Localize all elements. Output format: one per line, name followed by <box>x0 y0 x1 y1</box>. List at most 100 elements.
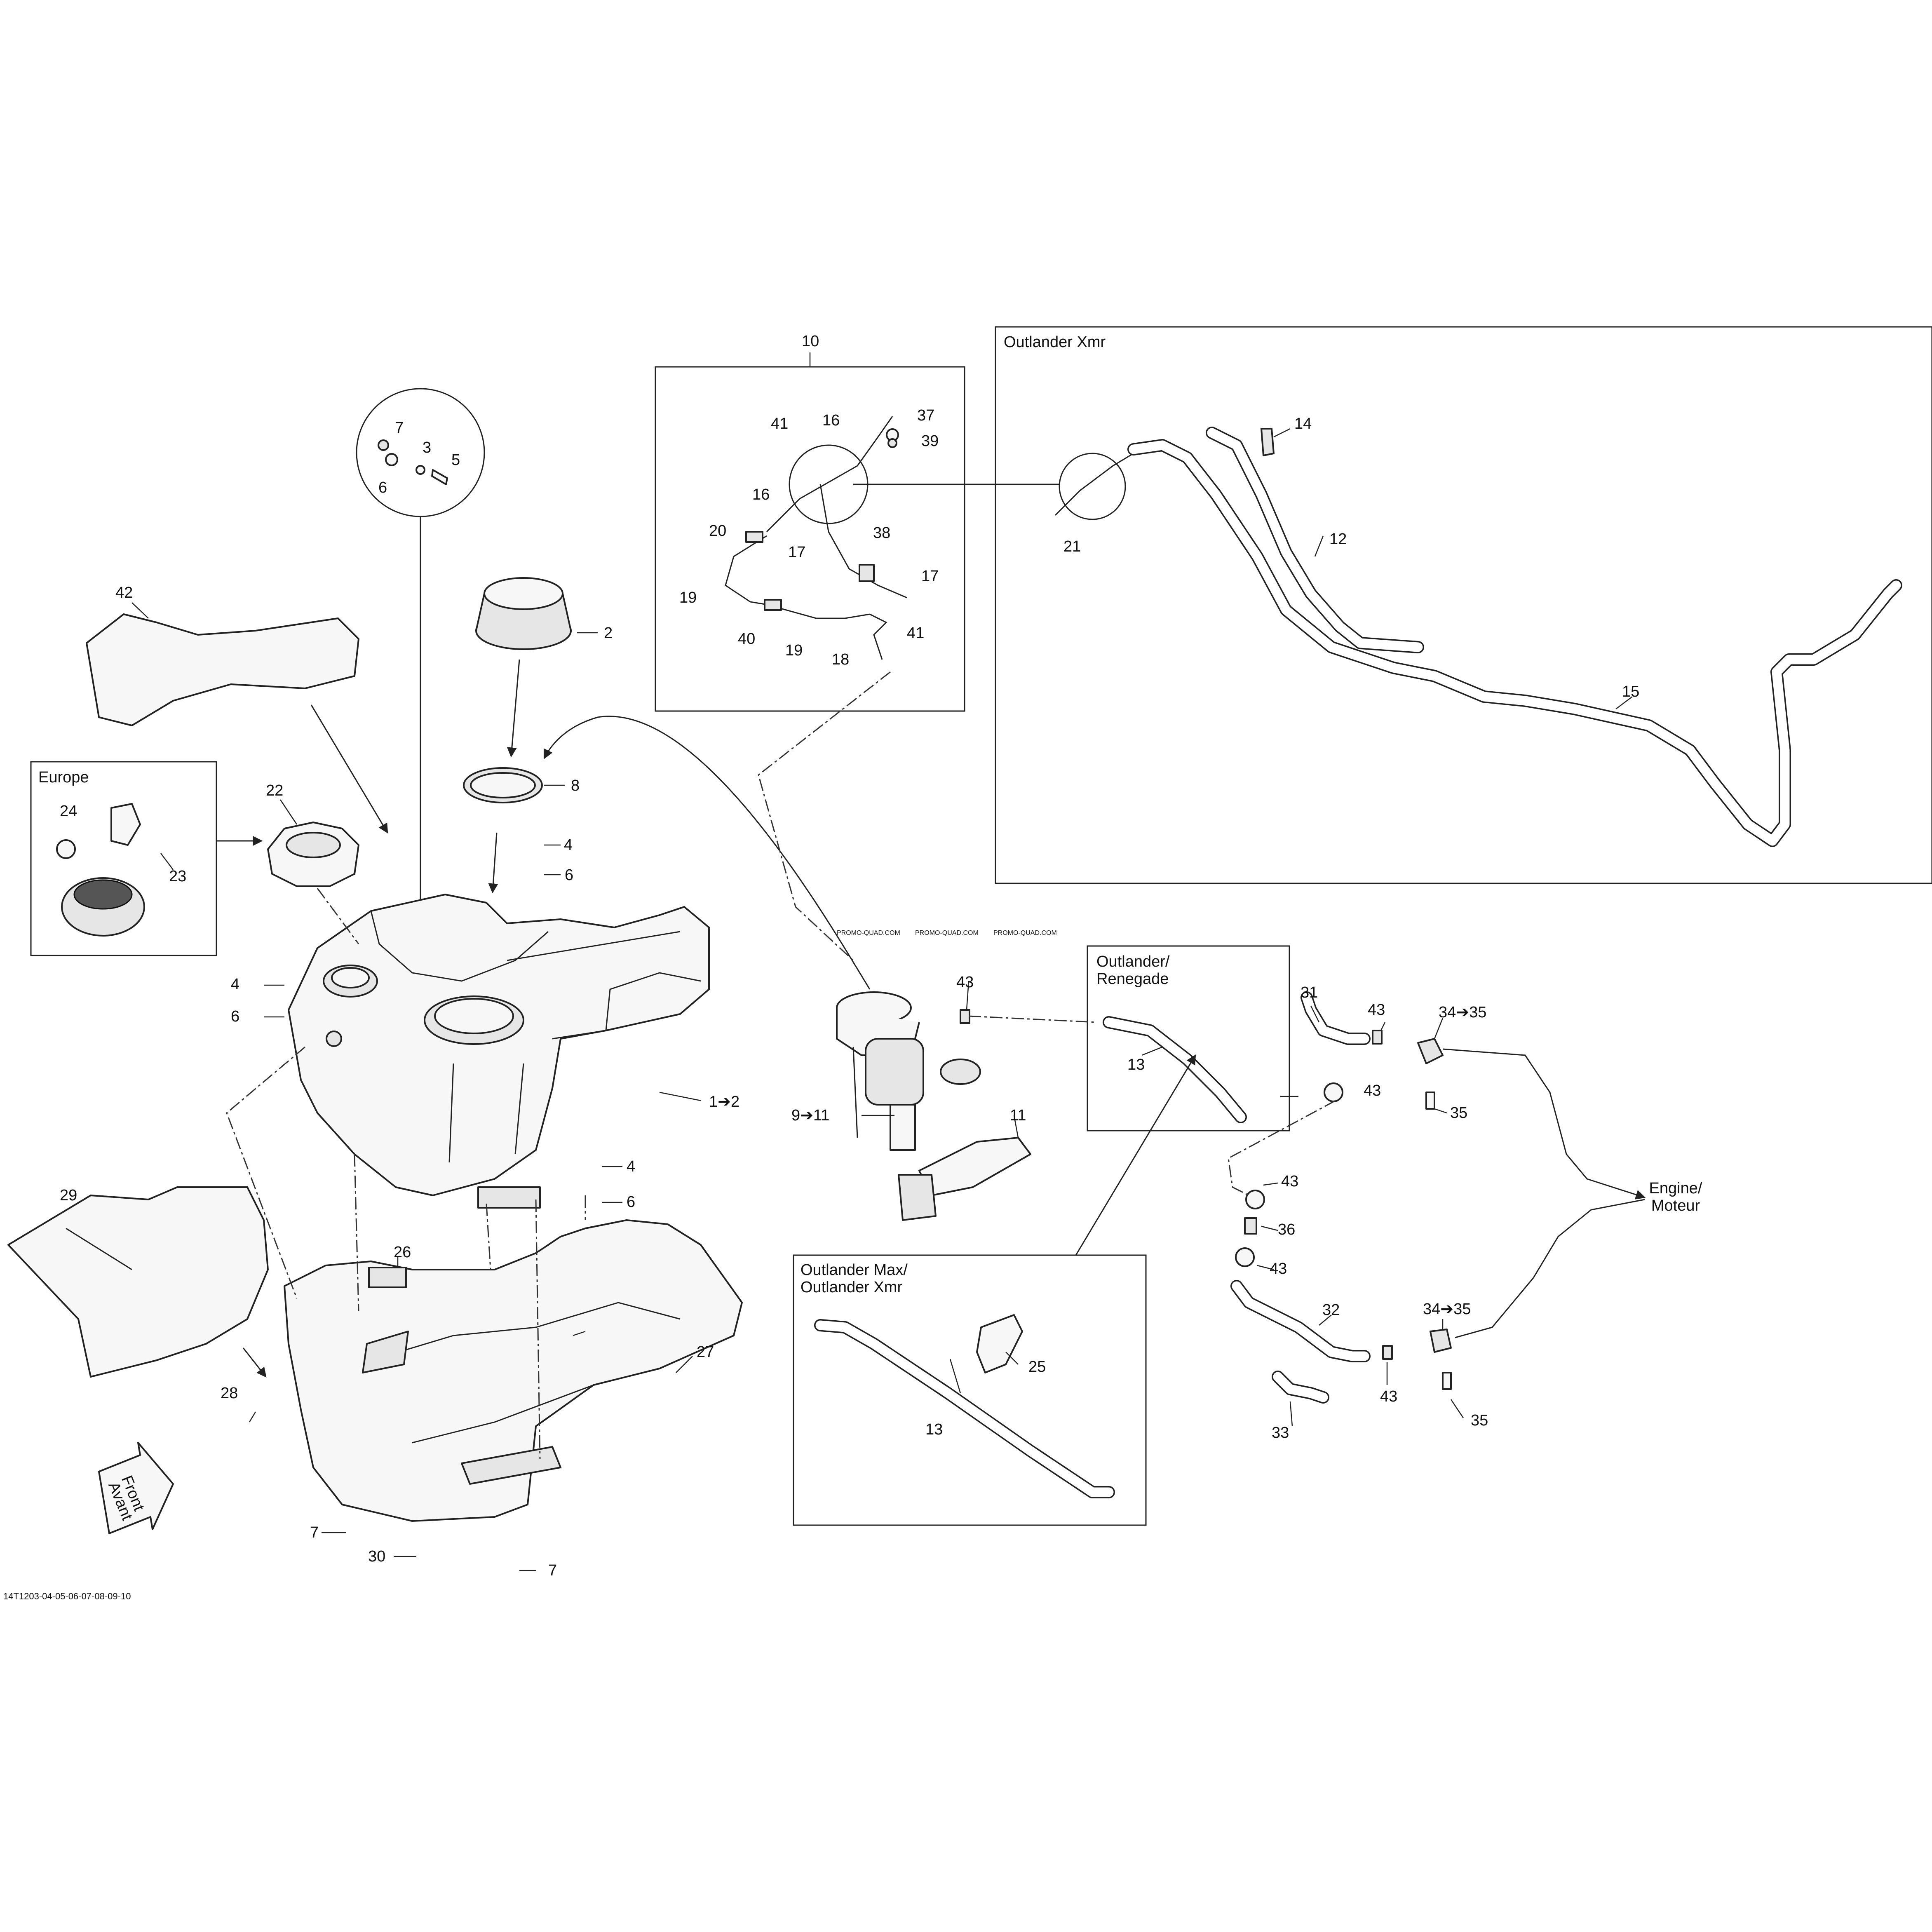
callout-33: 33 <box>1272 1424 1289 1441</box>
callout-27: 27 <box>697 1343 714 1361</box>
tank-support-drawing <box>284 1219 743 1522</box>
arrow-shield-to-tank <box>310 704 388 834</box>
callout-16-b: 16 <box>752 486 770 503</box>
fuel-line-to-engine-upper <box>1442 1048 1646 1200</box>
callout-32: 32 <box>1322 1301 1340 1319</box>
arrow-pump-to-tank <box>543 716 871 990</box>
lock-ring-drawing <box>475 577 572 650</box>
alignment-center-2 <box>535 1199 541 1460</box>
callout-leaders <box>131 352 1633 1571</box>
hose-13-max-drawing <box>814 1314 1115 1498</box>
callout-31: 31 <box>1301 984 1318 1001</box>
callout-20: 20 <box>709 522 726 540</box>
callout-6-b: 6 <box>565 866 573 884</box>
group-title-outlander-renegade-2: Renegade <box>1096 970 1169 988</box>
callout-16-a: 16 <box>822 412 840 429</box>
skid-plate-drawing <box>7 1186 269 1378</box>
fuel-tank-drawing <box>288 894 710 1209</box>
callout-30: 30 <box>368 1548 385 1565</box>
arrow-ring-to-seal <box>507 659 520 758</box>
callout-4-a: 4 <box>564 836 573 854</box>
alignment-kit10-to-pump <box>758 671 891 961</box>
callout-6-c: 6 <box>231 1008 239 1025</box>
callout-4-b: 4 <box>231 976 239 993</box>
callout-7-c: 7 <box>548 1562 557 1579</box>
callout-8: 8 <box>571 777 580 794</box>
callout-34-35-b: 34➔35 <box>1423 1301 1471 1318</box>
callout-14: 14 <box>1294 415 1312 432</box>
callout-19-a: 19 <box>679 589 697 606</box>
callout-17-a: 17 <box>788 544 805 561</box>
callout-35-b: 35 <box>1471 1412 1488 1429</box>
callout-41-a: 41 <box>771 415 788 432</box>
heat-shield-drawing <box>86 613 359 726</box>
group-title-outlander-renegade-1: Outlander/ <box>1096 953 1170 970</box>
callout-3: 3 <box>423 439 431 456</box>
callout-6-a: 6 <box>378 479 387 496</box>
callout-21: 21 <box>1063 538 1081 555</box>
group-title-europe: Europe <box>38 769 89 786</box>
callout-39: 39 <box>921 432 939 450</box>
seal-drawing <box>463 767 543 803</box>
callouts: 1➔2 2 3 4 4 4 5 6 6 6 6 7 7 7 7 8 9➔11 1… <box>60 333 1639 1579</box>
watermark-1: PROMO-QUAD.COM <box>837 930 900 937</box>
group-title-outlander-max-1: Outlander Max/ <box>801 1261 908 1279</box>
alignment-center-1 <box>486 1203 491 1270</box>
callout-23: 23 <box>169 868 186 885</box>
callout-36: 36 <box>1278 1221 1295 1238</box>
engine-label-2: Moteur <box>1651 1197 1700 1214</box>
callout-11: 11 <box>1010 1107 1026 1124</box>
group-box-outlander-xmr <box>995 326 1932 884</box>
callout-37: 37 <box>917 407 934 424</box>
engine-label-1: Engine/ <box>1649 1180 1702 1197</box>
fuel-pump-drawing <box>836 991 981 1151</box>
alignment-pump-to-renegade <box>968 1015 1097 1023</box>
group-box-outlander-renegade <box>1087 945 1290 1131</box>
callout-43-c: 43 <box>1364 1082 1381 1099</box>
engine-hoses-drawing <box>960 991 1452 1404</box>
arrow-max-to-renegade <box>1075 1054 1196 1256</box>
arrow-skid-plate <box>242 1347 267 1378</box>
detail-circle-fasteners <box>356 388 485 517</box>
group-box-europe <box>30 761 217 956</box>
callout-13-b: 13 <box>925 1421 943 1438</box>
callout-2: 2 <box>604 624 613 642</box>
callout-9-11: 9➔11 <box>791 1107 829 1124</box>
watermark-2: PROMO-QUAD.COM <box>915 930 979 937</box>
callout-6-d: 6 <box>627 1193 635 1211</box>
kit-10-hose-drawing <box>725 416 907 660</box>
callout-4-c: 4 <box>627 1158 635 1175</box>
alignment-left-2 <box>354 1154 359 1311</box>
callout-42: 42 <box>115 584 133 601</box>
callout-17-b: 17 <box>921 568 939 585</box>
callout-24: 24 <box>60 803 77 820</box>
callout-43-b: 43 <box>1368 1001 1385 1019</box>
watermark-3: PROMO-QUAD.COM <box>993 930 1057 937</box>
callout-25: 25 <box>1028 1358 1046 1376</box>
xmr-hose-drawing <box>1054 427 1902 847</box>
europe-cap-drawing <box>56 803 145 937</box>
callout-41-b: 41 <box>907 624 924 642</box>
callout-43-d: 43 <box>1281 1173 1298 1190</box>
group-title-outlander-max-2: Outlander Xmr <box>801 1279 902 1296</box>
callout-29: 29 <box>60 1187 77 1204</box>
drawing-code: 14T1203-04-05-06-07-08-09-10 <box>3 1591 131 1601</box>
callout-43-e: 43 <box>1270 1260 1287 1277</box>
callout-1-2: 1➔2 <box>709 1093 739 1110</box>
callout-43-f: 43 <box>1380 1388 1397 1405</box>
pump-filter-drawing <box>898 1137 1031 1221</box>
callout-18: 18 <box>832 651 849 668</box>
callout-7-a: 7 <box>395 419 404 437</box>
callout-13-a: 13 <box>1127 1056 1145 1073</box>
callout-28: 28 <box>221 1385 238 1402</box>
callout-5: 5 <box>451 451 460 469</box>
front-arrow: Front Avant <box>98 1442 174 1534</box>
callout-26: 26 <box>394 1244 411 1261</box>
callout-34-35-a: 34➔35 <box>1439 1004 1486 1021</box>
fuel-cap-drawing <box>267 822 359 887</box>
callout-12: 12 <box>1329 531 1347 548</box>
callout-15: 15 <box>1622 683 1639 700</box>
callout-38: 38 <box>873 524 890 542</box>
arrow-seal-to-tank <box>488 832 498 894</box>
